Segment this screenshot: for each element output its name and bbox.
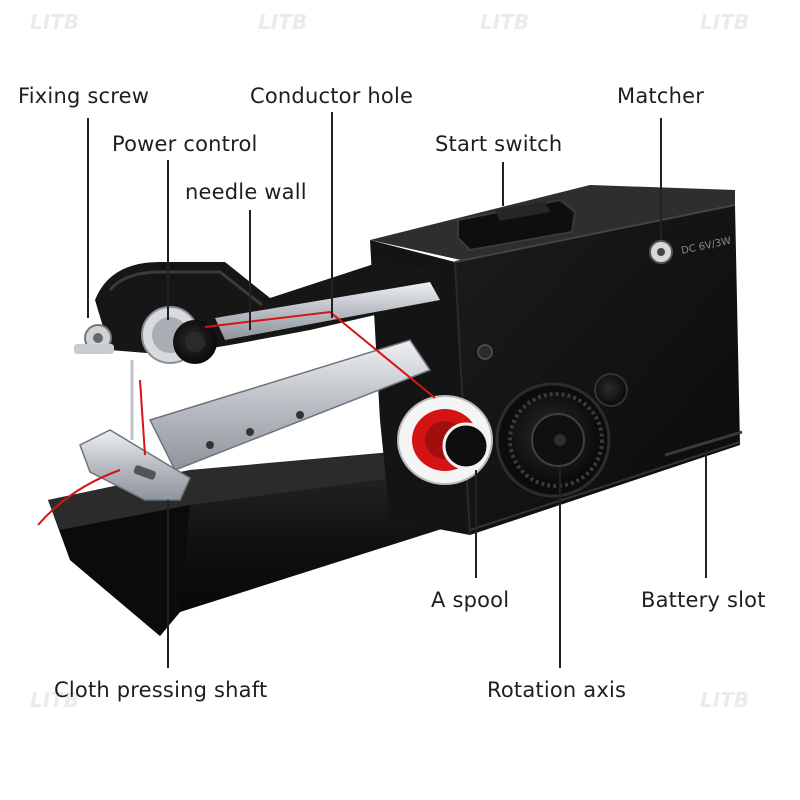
body-screw — [477, 344, 493, 360]
label-rotation-axis: Rotation axis — [487, 678, 627, 702]
watermark: LITB — [700, 688, 750, 712]
label-cloth-pressing-shaft: Cloth pressing shaft — [54, 678, 268, 702]
thread — [37, 310, 436, 526]
label-conductor-hole: Conductor hole — [250, 84, 414, 108]
label-power-control: Power control — [112, 132, 258, 156]
watermark: LITB — [700, 10, 750, 34]
watermark: LITB — [30, 10, 80, 34]
presser-foot — [79, 339, 432, 501]
machine-arm — [74, 262, 440, 440]
watermark: LITB — [30, 688, 80, 712]
label-start-switch: Start switch — [435, 132, 563, 156]
label-a-spool: A spool — [431, 588, 510, 612]
watermark: LITB — [258, 10, 308, 34]
label-fixing-screw: Fixing screw — [18, 84, 150, 108]
spool — [397, 395, 493, 485]
side-button — [594, 373, 628, 407]
rotation-wheel — [495, 382, 611, 498]
watermark: LITB — [480, 10, 530, 34]
label-needle-wall: needle wall — [185, 180, 307, 204]
start-switch — [457, 198, 577, 252]
leader-lines — [87, 112, 707, 668]
label-matcher: Matcher — [617, 84, 705, 108]
label-battery-slot: Battery slot — [641, 588, 766, 612]
matcher-jack — [649, 240, 673, 264]
